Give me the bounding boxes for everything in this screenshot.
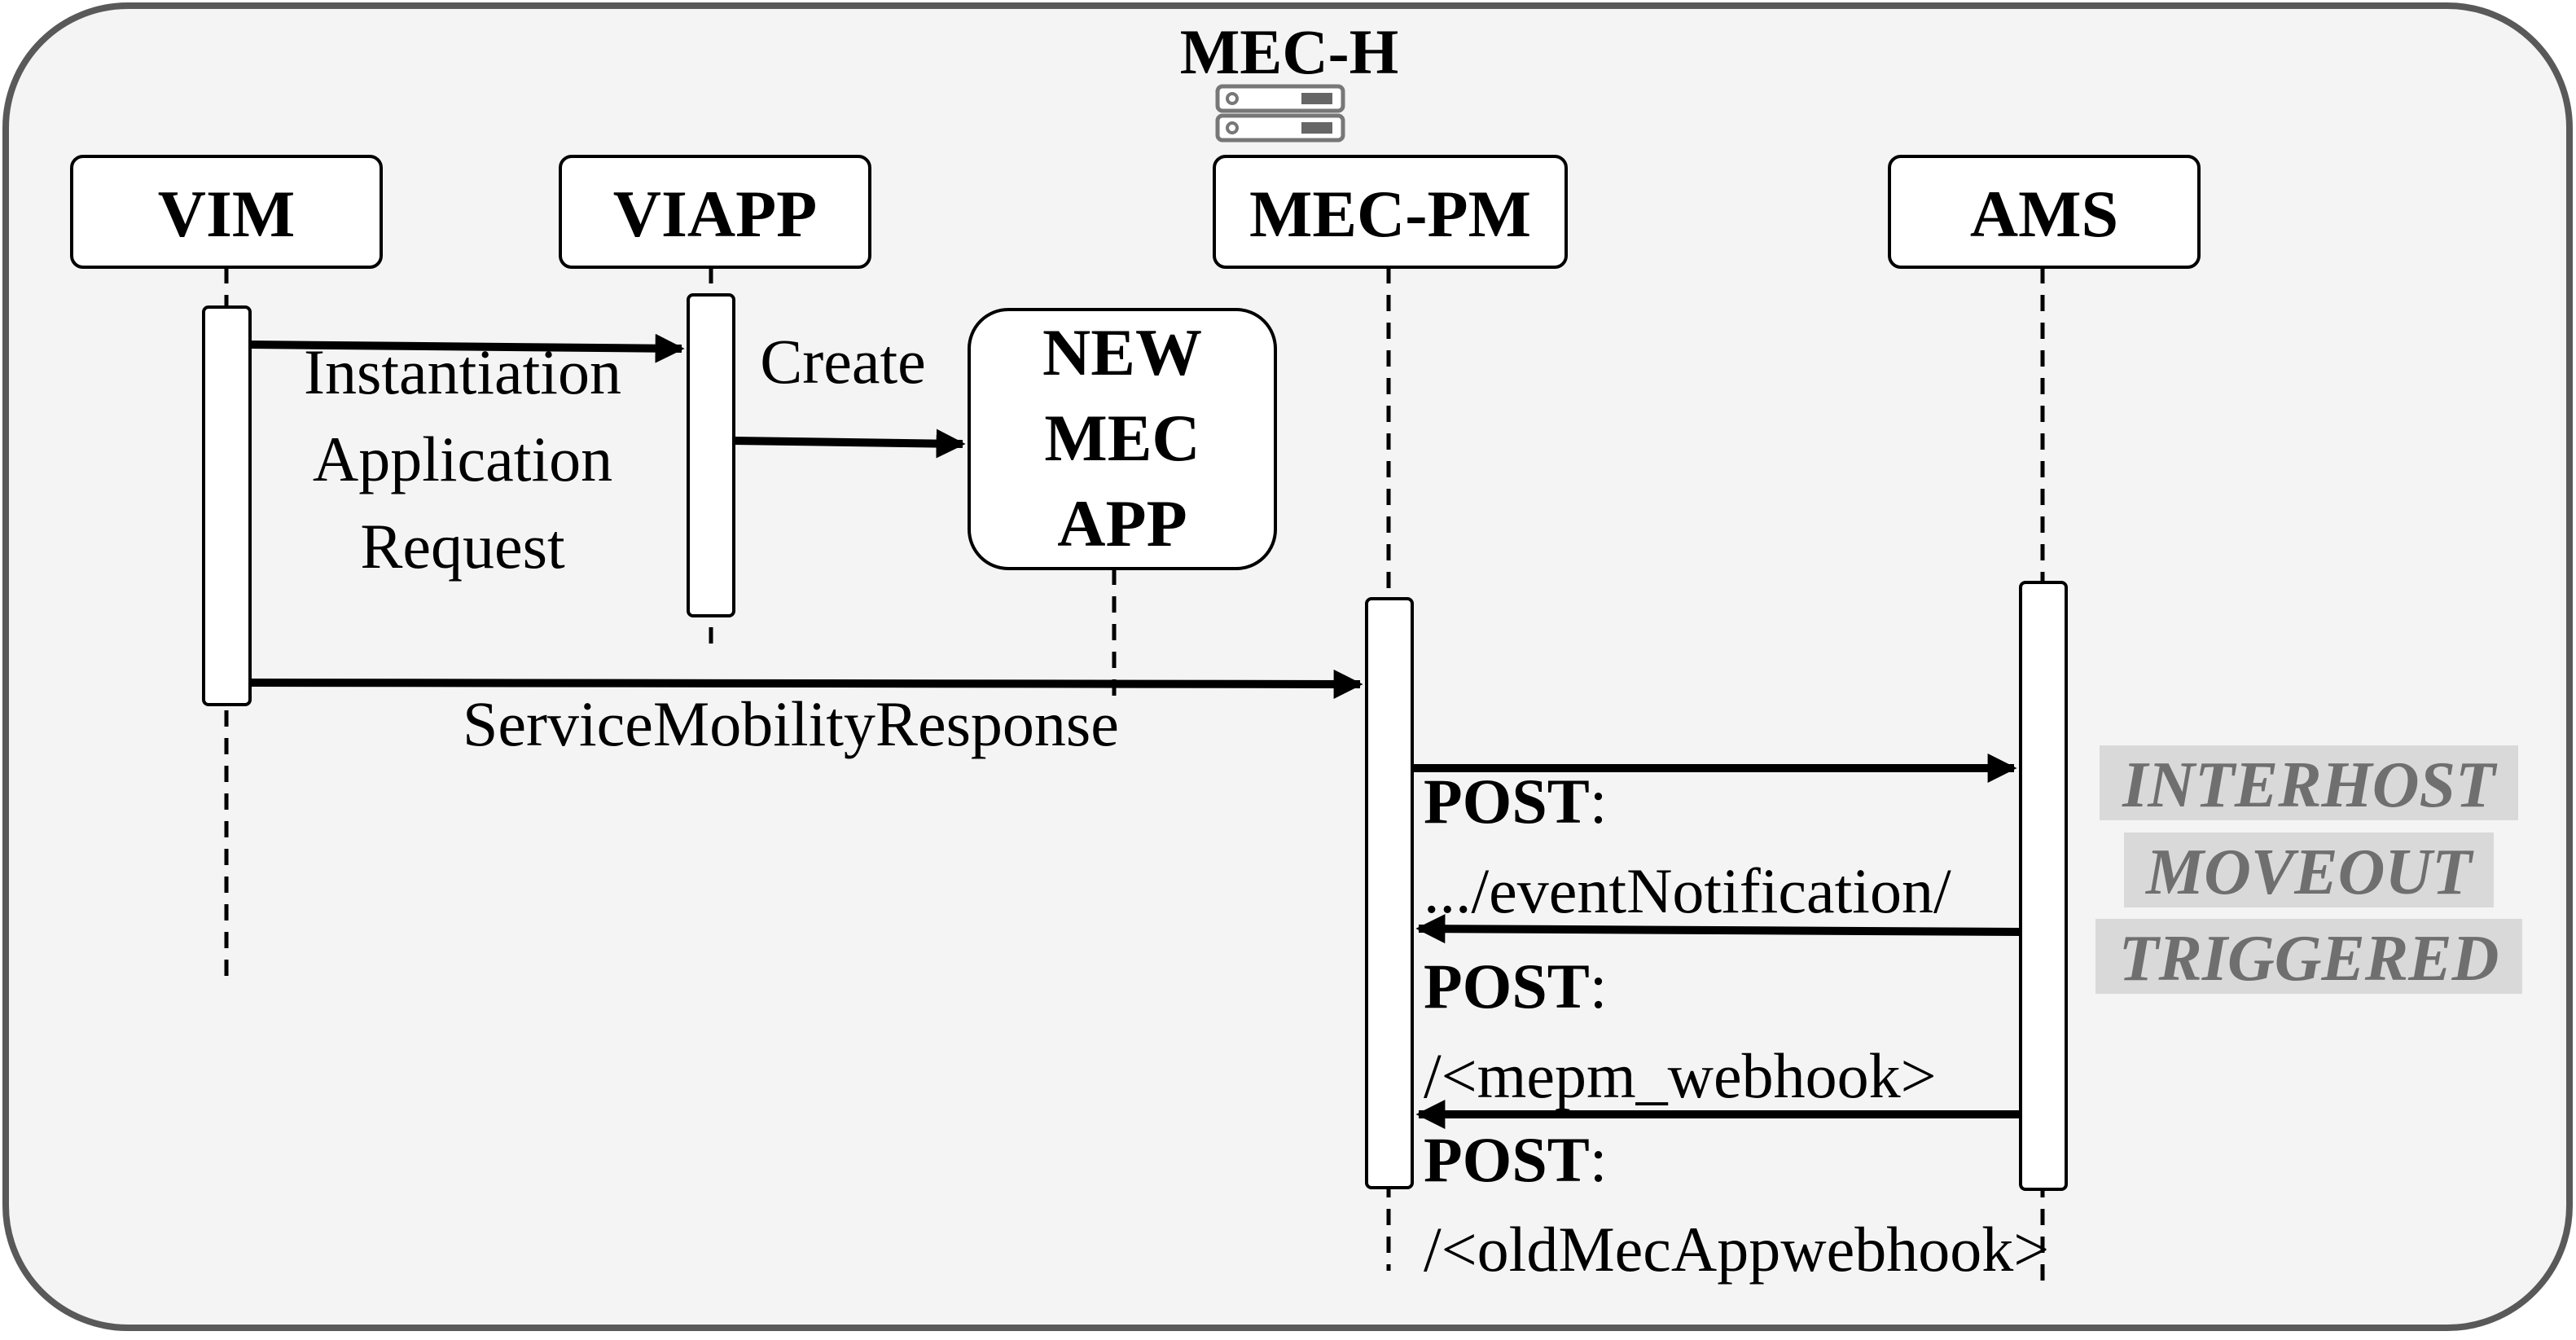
participant-vim: VIM <box>70 155 383 269</box>
mepm-webhook-path: /<mepm_webhook> <box>1424 1040 1937 1111</box>
participant-label: VIAPP <box>613 177 818 251</box>
arrow-instantiation-request <box>249 333 685 363</box>
old-webhook-method: POST: <box>1424 1124 1607 1195</box>
old-webhook-path: /<oldMecAppwebhook> <box>1424 1214 2049 1285</box>
activation-viapp <box>687 293 735 617</box>
participant-label: MEC-PM <box>1249 177 1531 251</box>
new-mec-app-box: NEW MEC APP <box>968 308 1277 570</box>
participant-ams: AMS <box>1888 155 2201 269</box>
note-line3: TRIGGERED <box>2119 923 2499 995</box>
arrow-create <box>733 428 966 459</box>
event-notification-method: POST: <box>1424 766 1607 837</box>
participant-mecpm: MEC-PM <box>1213 155 1568 269</box>
note-highlight-3 <box>2095 919 2522 994</box>
create-label: Create <box>760 326 926 397</box>
new-app-line1: NEW <box>1042 315 1202 389</box>
instantiation-label-line2: Application <box>313 424 612 494</box>
container-title: MEC-H <box>1180 16 1399 87</box>
participant-viapp: VIAPP <box>559 155 871 269</box>
arrow-service-mobility-response <box>249 669 1363 699</box>
event-notification-path: .../eventNotification/ <box>1424 855 1951 926</box>
new-app-line2: MEC <box>1044 401 1200 475</box>
arrow-mepm-webhook <box>1415 914 2021 944</box>
interhost-moveout-note: INTERHOST MOVEOUT TRIGGERED <box>2095 745 2522 995</box>
note-line2: MOVEOUT <box>2144 837 2474 908</box>
service-mobility-label: ServiceMobilityResponse <box>463 688 1119 759</box>
new-app-line3: APP <box>1057 486 1187 560</box>
activation-ams <box>2019 581 2068 1191</box>
activation-vim <box>202 305 252 706</box>
note-line1: INTERHOST <box>2122 749 2498 821</box>
server-icon <box>1215 84 1345 143</box>
participant-label: VIM <box>158 177 296 251</box>
activation-mecpm <box>1365 597 1414 1189</box>
participant-label: AMS <box>1970 177 2118 251</box>
note-highlight-1 <box>2100 745 2518 820</box>
instantiation-label-line3: Request <box>360 511 565 582</box>
instantiation-label-line1: Instantiation <box>304 336 621 407</box>
mepm-webhook-method: POST: <box>1424 951 1607 1021</box>
note-highlight-2 <box>2124 833 2494 907</box>
